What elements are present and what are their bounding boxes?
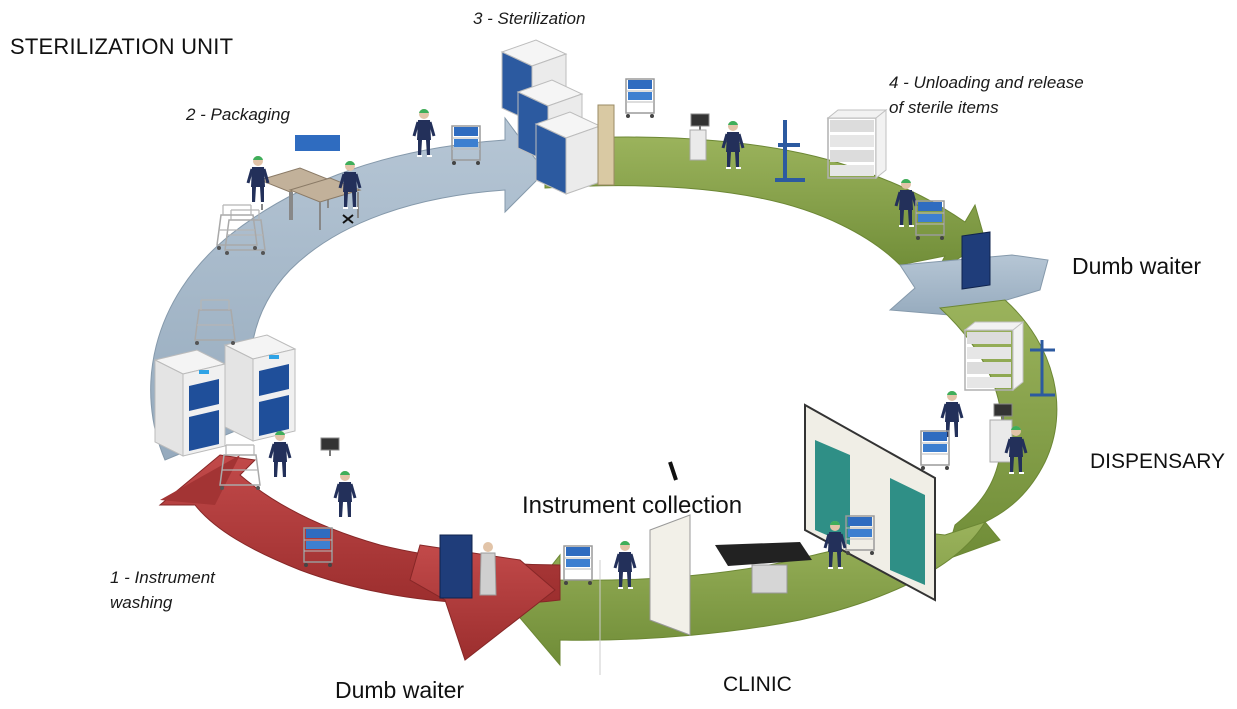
step-packaging-label: 2 - Packaging [186, 105, 290, 124]
tray-stack-icon [295, 135, 340, 151]
clean-zone-arc-top [544, 136, 986, 276]
dispensary-label: DISPENSARY [1090, 450, 1225, 473]
lift-trolley-icon [1030, 340, 1055, 397]
clean-zone-arc-right [938, 299, 1058, 561]
treatment-chair-icon [715, 542, 812, 566]
instrument-cart-icon [920, 430, 950, 471]
door-icon [815, 440, 850, 545]
washer-disinfector-icon [154, 349, 226, 457]
washer-disinfector-icon [224, 334, 296, 442]
clinic-label: CLINIC [723, 673, 792, 696]
door-icon [649, 514, 691, 636]
dumb-waiter-icon [439, 534, 473, 599]
lift-trolley-icon [775, 120, 805, 182]
sterilizer-door-icon [597, 104, 615, 186]
dumb-waiter-icon [961, 231, 991, 290]
door-icon [890, 478, 925, 585]
storage-shelf-icon [827, 109, 887, 179]
instrument-collection-label: Instrument collection [522, 492, 743, 519]
dumb-waiter-bottom-label: Dumb waiter [335, 677, 465, 703]
monitor-icon [320, 437, 340, 457]
staff-figure-icon [268, 429, 292, 480]
instrument-cart-icon [563, 545, 593, 586]
staff-figure-icon [333, 469, 357, 520]
autoclave-icon [535, 111, 601, 195]
workstation-icon [689, 129, 707, 161]
step-unloading-label-line2: of sterile items [889, 98, 999, 117]
step-unloading-label-line1: 4 - Unloading and release [889, 73, 1084, 92]
instrument-cart-icon [625, 78, 655, 119]
divider-mark [668, 461, 678, 481]
step-washing-label-line1: 1 - Instrument [110, 568, 215, 587]
storage-shelf-icon [964, 321, 1024, 391]
treatment-unit-icon [751, 564, 788, 594]
diagram-title: STERILIZATION UNIT [10, 34, 234, 59]
gowned-staff-icon [479, 542, 497, 596]
dumb-waiter-right-label: Dumb waiter [1072, 253, 1202, 279]
washing-zone-return-arrow [160, 455, 240, 505]
chair-icon [342, 214, 354, 224]
monitor-icon [690, 113, 710, 133]
step-washing-label-line2: washing [110, 593, 173, 612]
step-sterilization-label: 3 - Sterilization [473, 9, 586, 28]
